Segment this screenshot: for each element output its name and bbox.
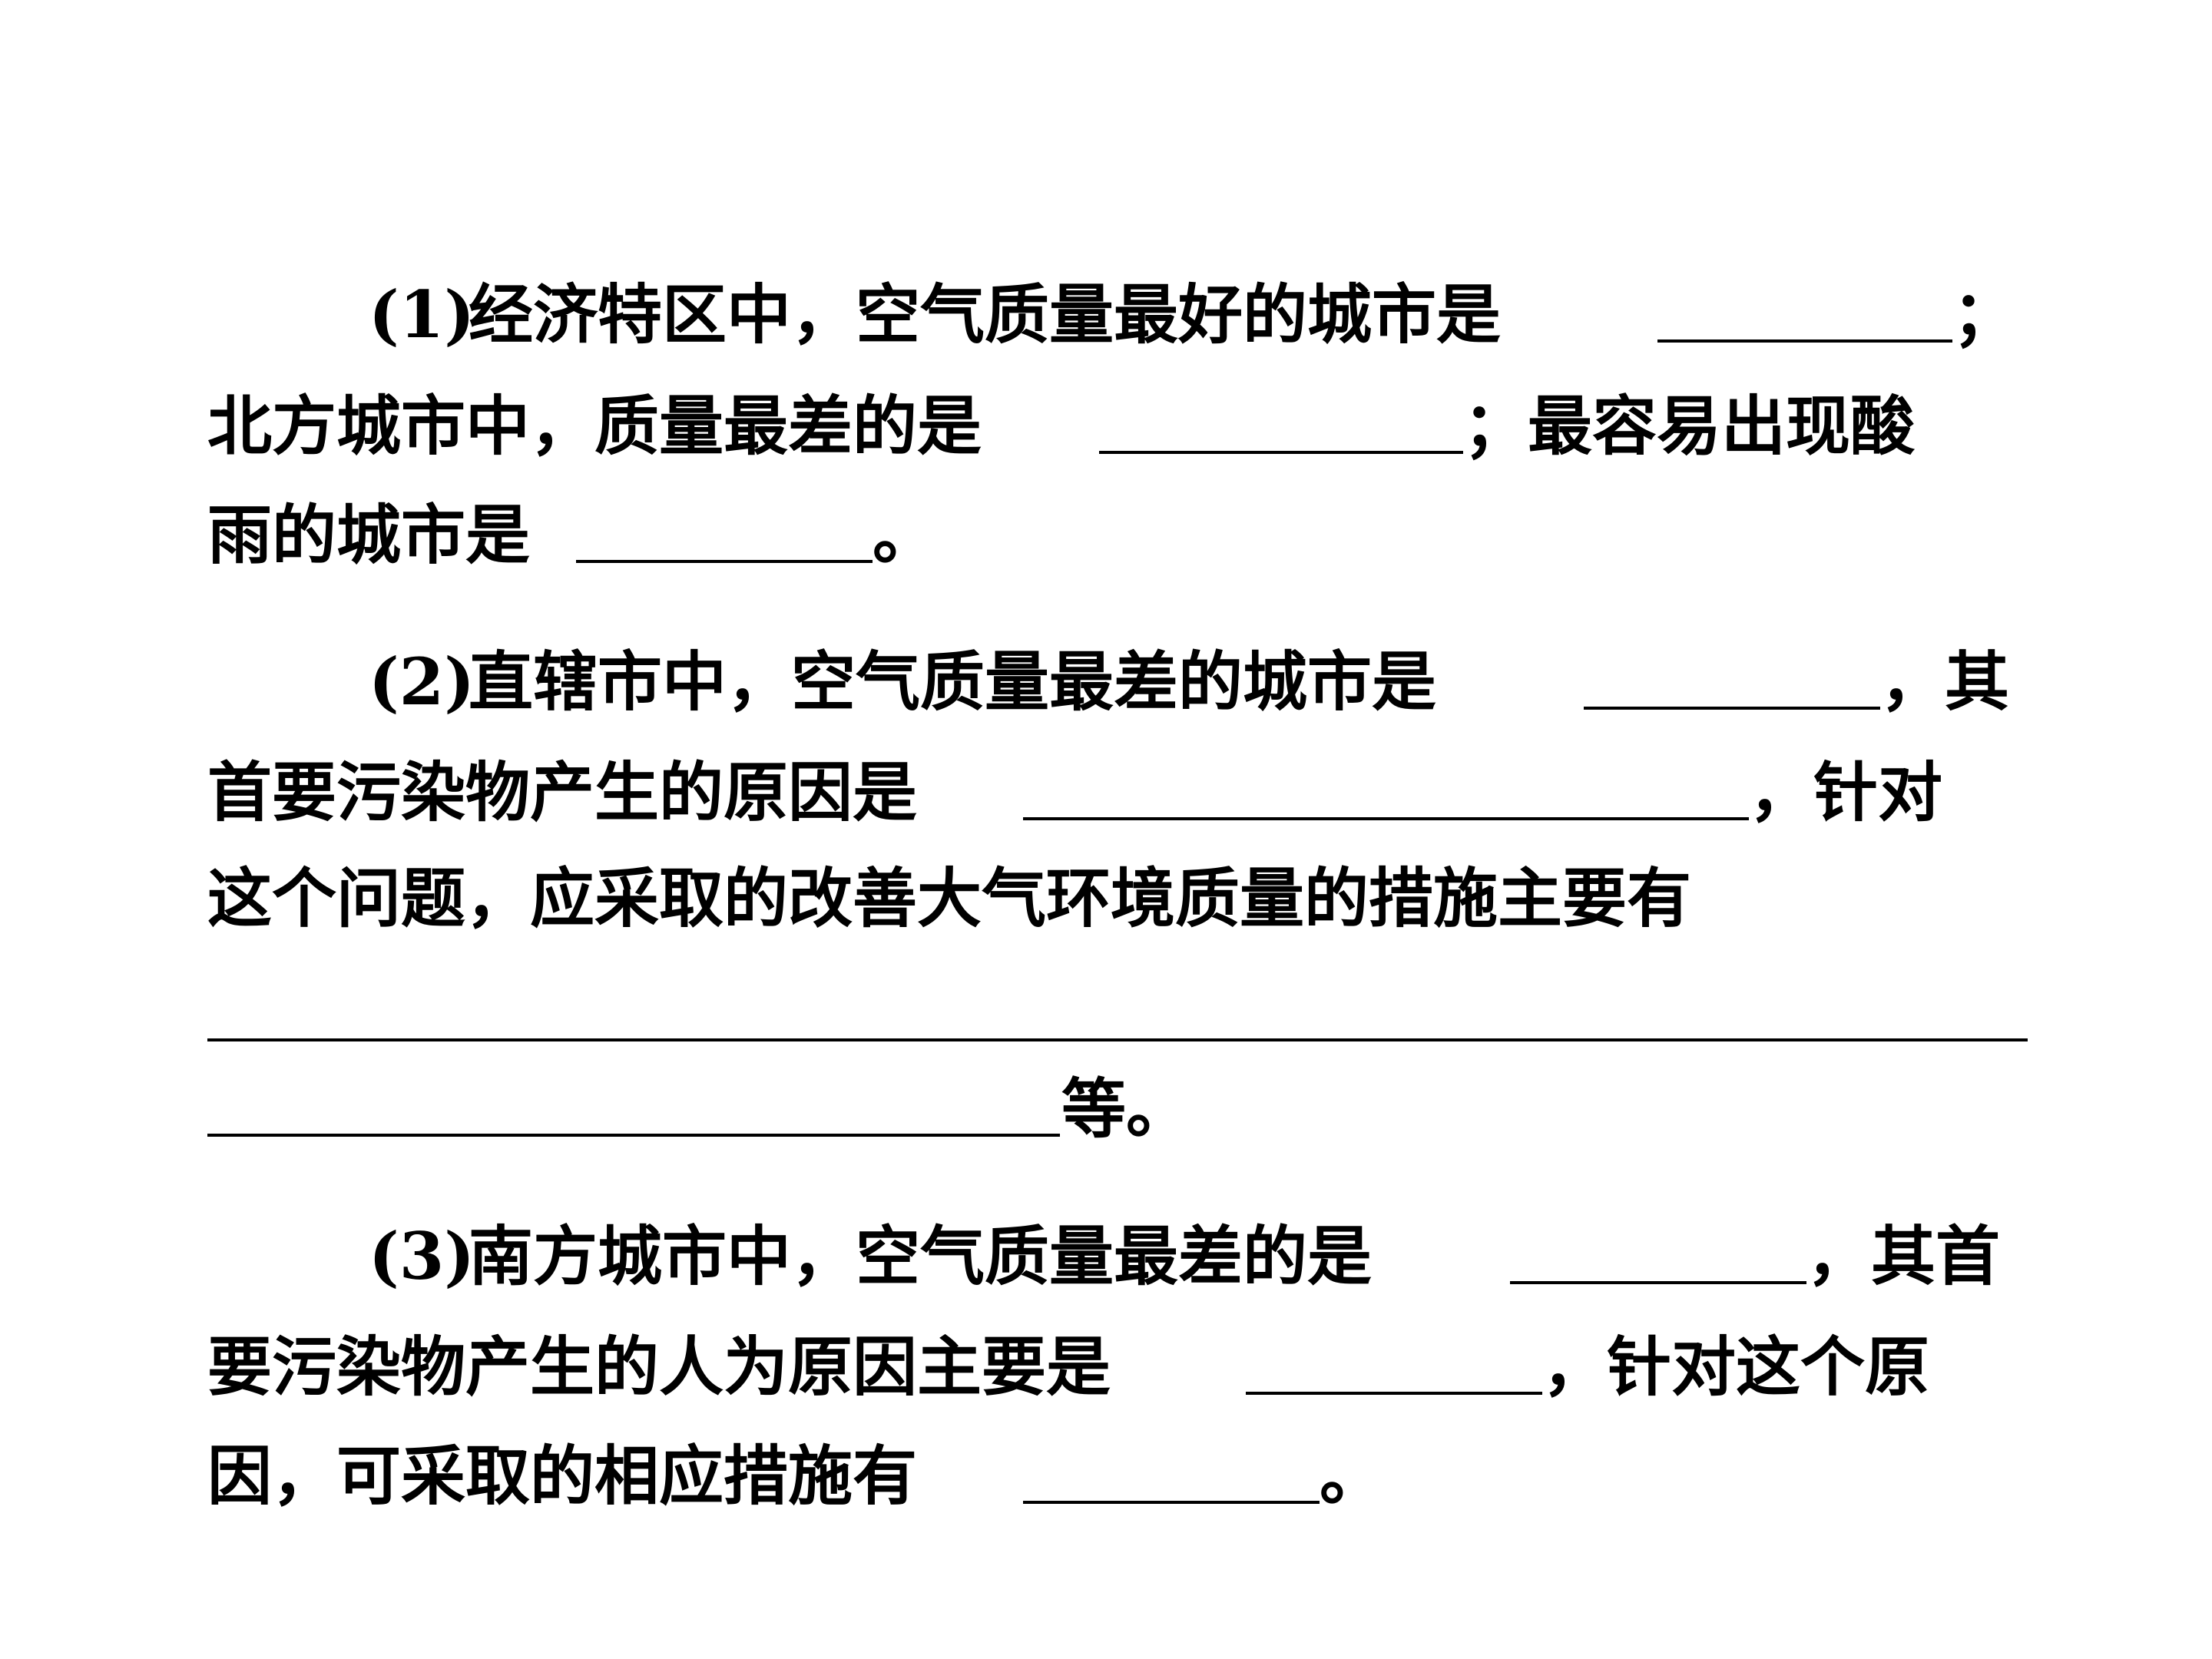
question-number: (3) bbox=[369, 1218, 475, 1294]
answer-blank[interactable] bbox=[1657, 339, 1952, 343]
question-text: 要污染物产生的人为原因主要是 bbox=[207, 1329, 1111, 1405]
question-text: ，针对这个原 bbox=[1542, 1329, 1930, 1405]
question-text: 直辖市中，空气质量最差的城市是 bbox=[469, 644, 1437, 720]
question-text: ，其 bbox=[1880, 644, 2010, 720]
question-text: ，其首 bbox=[1806, 1218, 2001, 1294]
question-text: 因，可采取的相应措施有 bbox=[207, 1438, 918, 1514]
question-text: 雨的城市是 bbox=[207, 497, 531, 573]
answer-blank[interactable] bbox=[1246, 1392, 1542, 1395]
punctuation: ； bbox=[1952, 276, 2018, 353]
answer-blank[interactable] bbox=[576, 560, 873, 563]
answer-blank[interactable] bbox=[1099, 451, 1463, 454]
answer-blank[interactable] bbox=[1510, 1281, 1806, 1284]
question-text: 这个问题，应采取的改善大气环境质量的措施主要有 bbox=[207, 860, 1692, 936]
punctuation: 。 bbox=[873, 497, 938, 573]
answer-blank[interactable] bbox=[1023, 1501, 1320, 1504]
question-text: ；最容易出现酸 bbox=[1463, 388, 1916, 464]
answer-blank[interactable] bbox=[207, 1134, 1060, 1137]
question-text: 北方城市中，质量最差的是 bbox=[207, 388, 982, 464]
answer-blank[interactable] bbox=[1023, 817, 1749, 820]
question-text: 经济特区中，空气质量最好的城市是 bbox=[469, 276, 1502, 353]
question-number: (1) bbox=[369, 276, 475, 353]
question-text: 等。 bbox=[1061, 1071, 1191, 1147]
question-number: (2) bbox=[369, 644, 475, 720]
answer-blank[interactable] bbox=[207, 1038, 2028, 1041]
answer-blank[interactable] bbox=[1584, 707, 1880, 710]
punctuation: 。 bbox=[1320, 1438, 1385, 1514]
question-text: 南方城市中，空气质量最差的是 bbox=[469, 1218, 1373, 1294]
question-text: ，针对 bbox=[1749, 754, 1943, 830]
question-text: 首要污染物产生的原因是 bbox=[207, 754, 918, 830]
